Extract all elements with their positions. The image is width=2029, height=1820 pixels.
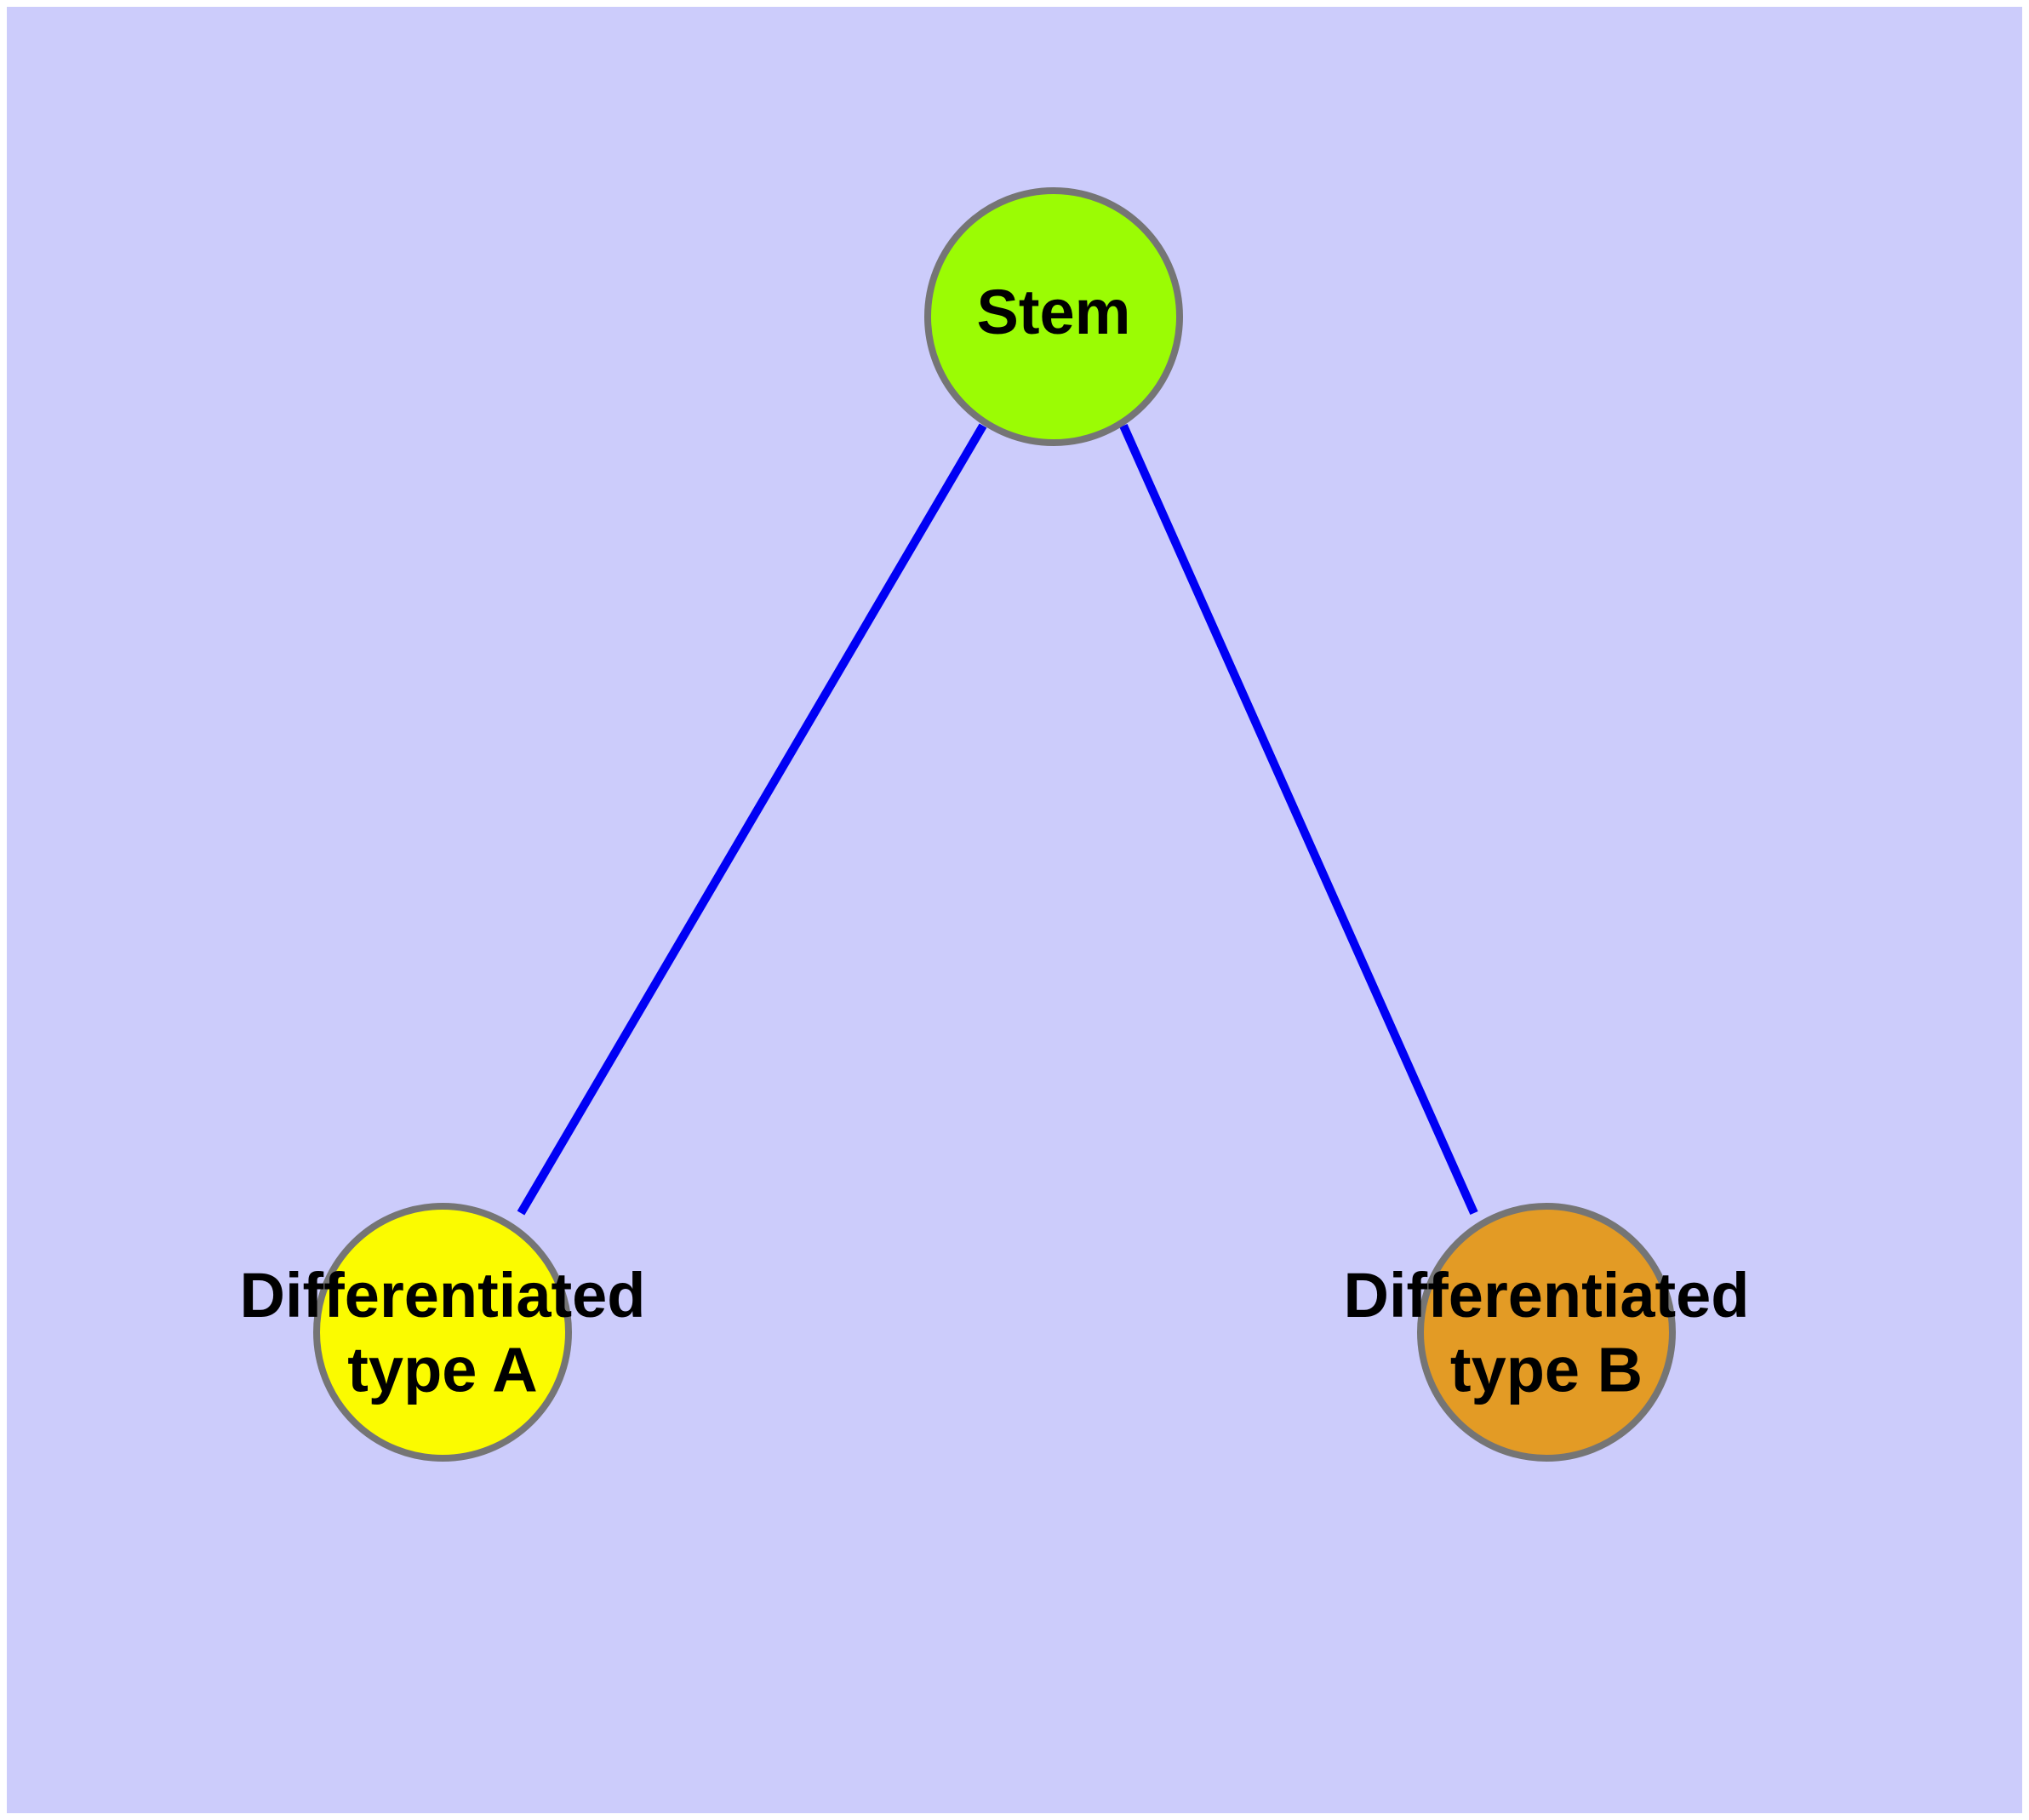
node-label-line: Stem (977, 277, 1131, 347)
graph-edge-stem-to-diff-a[interactable] (517, 423, 987, 1216)
node-label-line: type B (1450, 1334, 1643, 1405)
node-label-line: Differentiated (240, 1260, 646, 1331)
node-circle-diff_a[interactable] (313, 1203, 572, 1462)
node-label-line: type A (347, 1334, 537, 1405)
graph-edge-stem-to-diff-b[interactable] (1119, 423, 1478, 1216)
node-circle-stem[interactable] (924, 187, 1183, 446)
node-circle-diff_b[interactable] (1417, 1203, 1676, 1462)
graph-node-stem[interactable]: Stem (924, 187, 1183, 446)
edges-layer (517, 423, 1478, 1216)
node-label-line: Differentiated (1344, 1260, 1750, 1331)
node-label-stem: Stem (977, 277, 1131, 347)
